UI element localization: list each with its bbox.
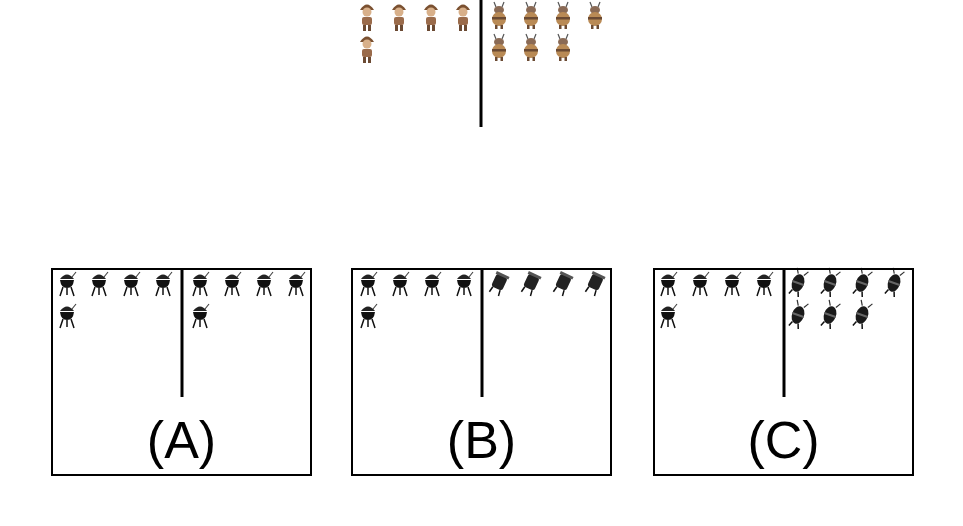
bug-icon <box>524 2 538 29</box>
grill-icon <box>193 272 209 296</box>
option-label: (A) <box>53 410 310 470</box>
grill-icon <box>124 272 140 296</box>
divider-line <box>181 268 184 397</box>
person-icon <box>456 5 470 32</box>
grill-icon <box>225 272 241 296</box>
smoker-icon <box>788 268 809 297</box>
option-label: (B) <box>353 410 610 470</box>
option-label: (C) <box>655 410 912 470</box>
grill-icon <box>60 304 76 328</box>
pot-icon <box>488 271 510 297</box>
grill-icon <box>257 272 273 296</box>
grill-icon <box>156 272 172 296</box>
person-icon <box>424 5 438 32</box>
person-icon <box>360 5 374 32</box>
pot-icon <box>584 271 606 297</box>
grill-icon <box>661 272 677 296</box>
grill-icon <box>661 304 677 328</box>
bug-icon <box>492 34 506 61</box>
grill-icon <box>693 272 709 296</box>
divider-line <box>480 0 483 127</box>
smoker-icon <box>820 300 841 329</box>
grill-icon <box>425 272 441 296</box>
grill-icon <box>361 272 377 296</box>
bug-icon <box>492 2 506 29</box>
grill-icon <box>393 272 409 296</box>
grill-icon <box>193 304 209 328</box>
pot-icon <box>520 271 542 297</box>
divider-line <box>481 268 484 397</box>
smoker-icon <box>884 268 905 297</box>
grill-icon <box>457 272 473 296</box>
smoker-icon <box>852 300 873 329</box>
person-icon <box>360 37 374 64</box>
pot-icon <box>552 271 574 297</box>
grill-icon <box>60 272 76 296</box>
smoker-icon <box>820 268 841 297</box>
option-box: (A) <box>51 268 312 476</box>
bug-icon <box>556 34 570 61</box>
option-box: (C) <box>653 268 914 476</box>
smoker-icon <box>852 268 873 297</box>
divider-line <box>783 268 786 397</box>
bug-icon <box>556 2 570 29</box>
grill-icon <box>361 304 377 328</box>
option-box: (B) <box>351 268 612 476</box>
grill-icon <box>92 272 108 296</box>
person-icon <box>392 5 406 32</box>
smoker-icon <box>788 300 809 329</box>
bug-icon <box>588 2 602 29</box>
bug-icon <box>524 34 538 61</box>
grill-icon <box>725 272 741 296</box>
grill-icon <box>757 272 773 296</box>
grill-icon <box>289 272 305 296</box>
